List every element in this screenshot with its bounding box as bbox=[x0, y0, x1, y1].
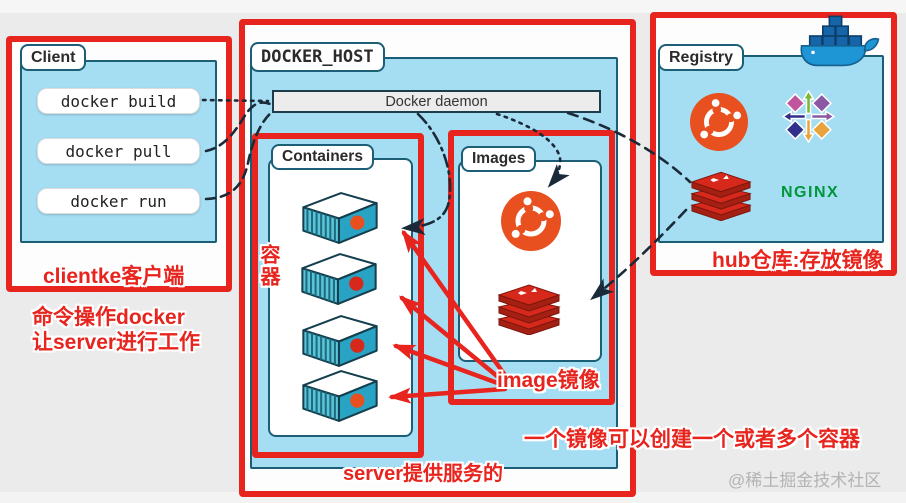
docker-run-label: docker run bbox=[70, 191, 167, 211]
docker-daemon-bar: Docker daemon bbox=[272, 90, 601, 113]
client-caption: clientke客户端 bbox=[43, 265, 185, 288]
client-tab-label: Client bbox=[31, 48, 76, 66]
docker-daemon-label: Docker daemon bbox=[385, 93, 488, 110]
container-logo-dot bbox=[350, 338, 365, 353]
ubuntu-logo bbox=[690, 93, 748, 151]
docker-host-tab: DOCKER_HOST bbox=[250, 42, 385, 72]
docker-run-button: docker run bbox=[37, 188, 200, 214]
bottom-strip bbox=[0, 492, 906, 503]
client-note-line2: 让server进行工作 bbox=[32, 331, 201, 354]
docker-build-label: docker build bbox=[60, 91, 177, 111]
shipping-container-1 bbox=[302, 192, 378, 244]
watermark: @稀土掘金技术社区 bbox=[728, 471, 882, 490]
redis-logo bbox=[497, 284, 561, 335]
container-logo-dot bbox=[350, 215, 365, 230]
images-caption: image镜像 bbox=[497, 369, 600, 392]
registry-tab-label: Registry bbox=[669, 48, 734, 66]
top-strip bbox=[0, 0, 906, 13]
client-note-line1: 命令操作docker bbox=[32, 306, 185, 329]
client-tab: Client bbox=[20, 44, 87, 71]
shipping-container-2 bbox=[301, 253, 377, 305]
nginx-logo: NGINX bbox=[781, 184, 840, 201]
container-logo-dot bbox=[350, 393, 365, 408]
redis-logo bbox=[690, 171, 752, 221]
bottom-note: 一个镜像可以创建一个或者多个容器 bbox=[524, 428, 860, 451]
docker-pull-label: docker pull bbox=[65, 141, 172, 161]
docker-whale-icon bbox=[800, 15, 880, 67]
registry-caption: hub仓库:存放镜像 bbox=[712, 249, 884, 272]
registry-tab: Registry bbox=[658, 44, 745, 71]
images-tab-label: Images bbox=[472, 150, 526, 167]
containers-tab-label: Containers bbox=[282, 148, 363, 165]
docker-host-tab-label: DOCKER_HOST bbox=[261, 47, 374, 67]
shipping-container-4 bbox=[302, 370, 378, 422]
centos-logo bbox=[782, 90, 835, 143]
docker-pull-button: docker pull bbox=[37, 138, 200, 164]
containers-side-label: 容器 bbox=[257, 244, 279, 288]
shipping-container-3 bbox=[302, 315, 378, 367]
ubuntu-logo bbox=[501, 191, 561, 251]
images-tab: Images bbox=[461, 146, 537, 172]
docker-build-button: docker build bbox=[37, 88, 200, 114]
docker-host-caption: server提供服务的 bbox=[343, 463, 504, 485]
container-logo-dot bbox=[349, 276, 364, 291]
containers-tab: Containers bbox=[271, 144, 374, 170]
